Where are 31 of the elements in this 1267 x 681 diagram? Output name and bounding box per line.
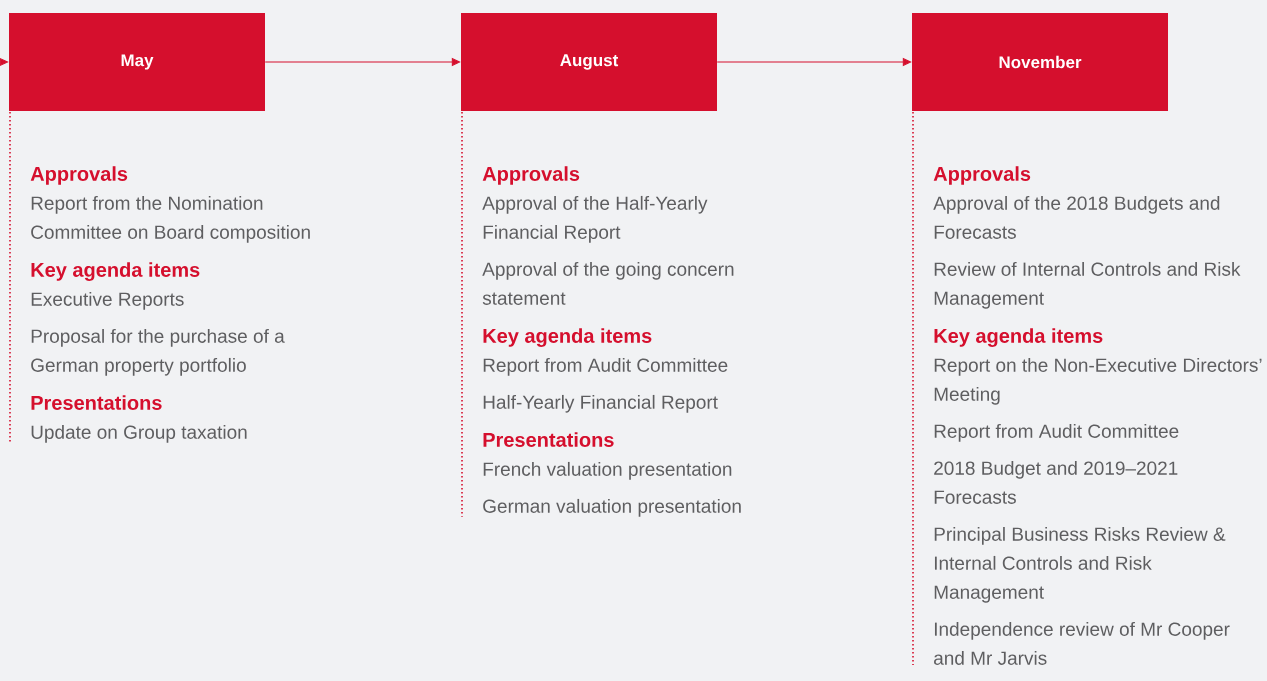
section-heading: Approvals	[30, 166, 128, 185]
section-heading: Approvals	[482, 166, 580, 185]
agenda-item: Independence review of Mr Cooper and Mr Jarvis	[934, 621, 1230, 665]
agenda-item: Executive Reports	[31, 291, 184, 310]
agenda-item: Report from Audit Committee	[934, 423, 1179, 442]
section-heading: Presentations	[483, 432, 614, 447]
arrow	[716, 58, 912, 66]
section-heading: Approvals	[933, 166, 1031, 185]
agenda-item: Report on the Non-Executive Directors’ Meeting	[934, 357, 1262, 405]
agenda-item: Update on Group taxation	[31, 424, 247, 443]
agenda-item: 2018 Budget and 2019–2021 Forecasts	[934, 460, 1178, 504]
section-heading: Key agenda items	[934, 328, 1103, 347]
agenda-item: Principal Business Risks Review & Internal Controls and Risk Management	[934, 526, 1226, 603]
section-heading: Key agenda items	[31, 262, 200, 281]
agenda-item: Approval of the 2018 Budgets and Forecasts	[933, 195, 1220, 239]
arrow	[264, 58, 461, 66]
agenda-item: French valuation presentation	[483, 461, 732, 480]
agenda-item: Approval of the going concern statement	[482, 261, 734, 305]
month-box: May	[9, 13, 265, 111]
arrow	[0, 58, 9, 66]
agenda-item: Half-Yearly Financial Report	[483, 394, 718, 413]
agenda-item: Review of Internal Controls and Risk Management	[934, 261, 1241, 309]
section-heading: Key agenda items	[483, 328, 652, 347]
agenda-item: Report from the Nomination Committee on Board composition	[31, 195, 310, 243]
agenda-item: German valuation presentation	[483, 498, 741, 517]
agenda-item: Approval of the Half-Yearly Financial Report	[482, 195, 708, 243]
agenda-item: Proposal for the purchase of a German property portfolio	[31, 328, 285, 376]
agenda-item: Report from Audit Committee	[483, 357, 728, 376]
month-box: August	[461, 13, 717, 111]
section-heading: Presentations	[31, 395, 162, 410]
month-box: November	[912, 13, 1168, 111]
